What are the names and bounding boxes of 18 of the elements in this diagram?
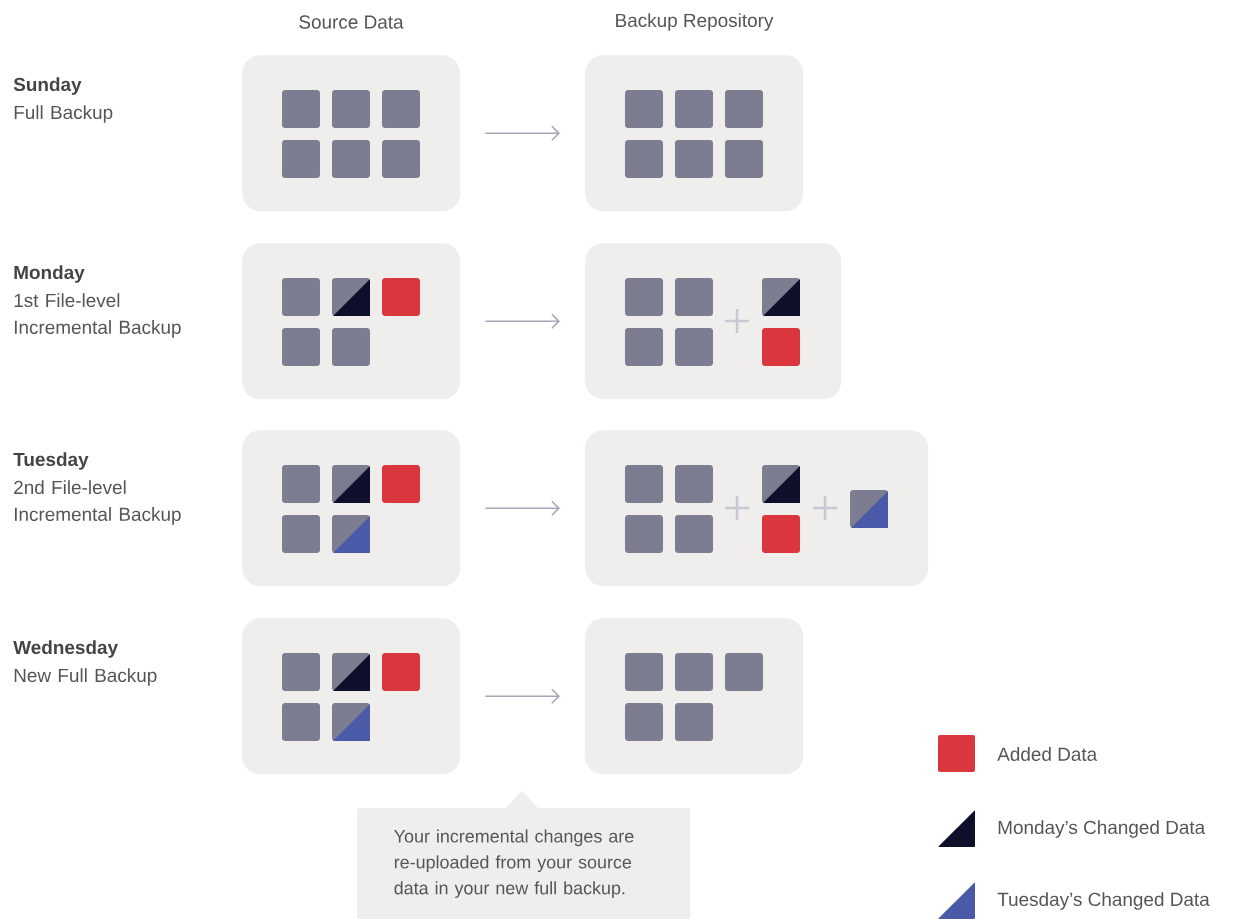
arrow bbox=[484, 313, 560, 329]
backup-type: Full Backup bbox=[14, 105, 113, 123]
column-header: Source Data bbox=[299, 15, 404, 29]
legend-label: Added Data bbox=[997, 747, 1098, 761]
day-name: Sunday bbox=[13, 77, 82, 95]
arrow bbox=[484, 688, 560, 704]
backup-type: New Full Backup bbox=[14, 668, 157, 686]
arrow bbox=[484, 125, 560, 141]
day-name: Tuesday bbox=[13, 452, 89, 470]
backup-type: 1st File-level Incremental Backup bbox=[14, 293, 181, 338]
arrow bbox=[484, 500, 560, 516]
column-header: Backup Repository bbox=[616, 13, 774, 31]
legend-label: Monday’s Changed Data bbox=[998, 820, 1206, 838]
legend-label: Tuesday’s Changed Data bbox=[997, 892, 1210, 910]
backup-type: 2nd File-level Incremental Backup bbox=[14, 480, 181, 525]
callout-box: Your incremental changes are re-uploaded from your source data in your new full backup. bbox=[357, 791, 691, 919]
day-name: Monday bbox=[14, 265, 85, 283]
day-name: Wednesday bbox=[13, 640, 118, 658]
